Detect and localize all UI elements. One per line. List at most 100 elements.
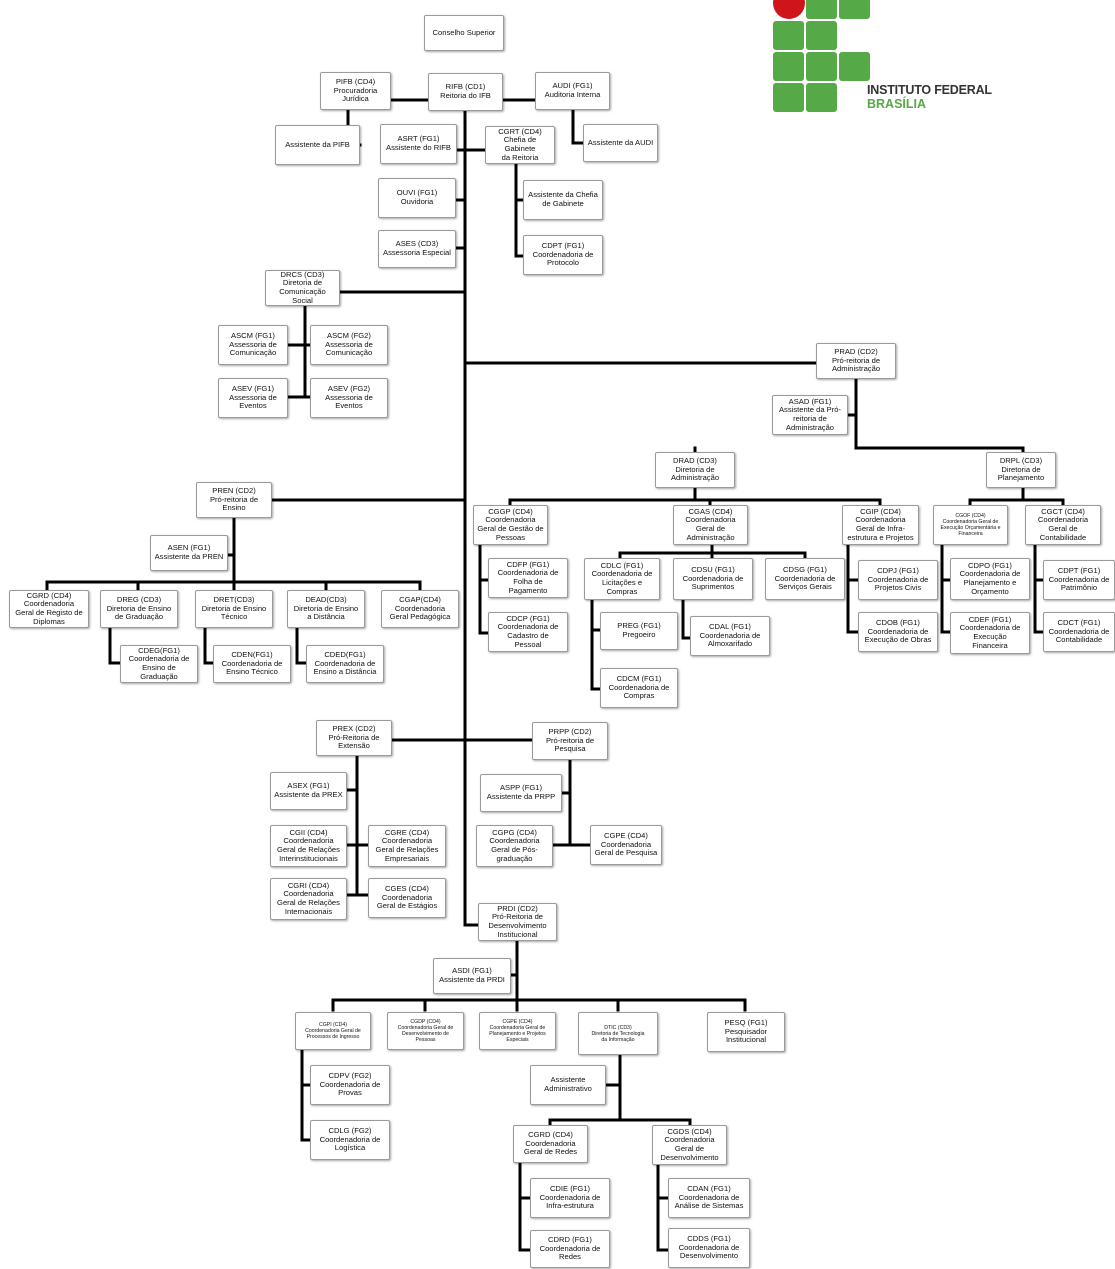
node-asdi: ASDI (FG1) Assistente da PRDI	[433, 958, 511, 994]
node-label: PRDI (CD2) Pró-Reitoria de Desenvolvimen…	[488, 903, 547, 939]
node-label: CDCM (FG1) Coordenadoria de Compras	[608, 674, 670, 701]
node-label: PRAD (CD2) Pró-reitoria de Administração	[831, 347, 881, 374]
node-asex: ASEX (FG1) Assistente da PREX	[270, 772, 347, 810]
node-ases: ASES (CD3) Assessoria Especial	[378, 230, 456, 268]
node-prdi: PRDI (CD2) Pró-Reitoria de Desenvolvimen…	[478, 903, 557, 941]
node-label: DRCS (CD3) Diretoria de Comunicação Soci…	[279, 270, 326, 305]
node-cdds: CDDS (FG1) Coordenadoria de Desenvolvime…	[668, 1228, 750, 1268]
node-label: Assistente da Chefia de Gabinete	[528, 190, 598, 208]
ifb-logo: INSTITUTO FEDERAL BRASÍLIA	[773, 0, 1033, 115]
node-drpl: DRPL (CD3) Diretoria de Planejamento	[986, 452, 1056, 488]
node-cdef: CDEF (FG1) Coordenadoria de Execução Fin…	[950, 612, 1030, 654]
node-cgpg: CGPG (CD4) Coordenadoria Geral de Pós- g…	[476, 825, 553, 867]
node-pesq: PESQ (FG1) Pesquisador Institucional	[707, 1012, 785, 1052]
node-audi: AUDI (FG1) Auditoria Interna	[535, 72, 610, 110]
node-preg: PREG (FG1) Pregoeiro	[600, 612, 678, 650]
node-cgof: CGOF (CD4) Coordenadoria Geral de Execuç…	[933, 505, 1008, 545]
node-cdfp: CDFP (FG1) Coordenadoria de Folha de Pag…	[488, 558, 568, 598]
node-cdcp: CDCP (FG1) Coordenadoria de Cadastro de …	[488, 612, 568, 652]
logo-square	[839, 0, 870, 19]
node-label: DRPL (CD3) Diretoria de Planejamento	[997, 456, 1045, 483]
node-drcs: DRCS (CD3) Diretoria de Comunicação Soci…	[265, 270, 340, 306]
node-label: CGRE (CD4) Coordenadoria Geral de Relaçõ…	[375, 827, 439, 863]
node-label: CDAL (FG1) Coordenadoria de Almoxarifado	[699, 622, 761, 649]
node-cgrd-redes: CGRD (CD4) Coordenadoria Geral de Redes	[513, 1125, 588, 1163]
node-cden: CDEN(FG1) Coordenadoria de Ensino Técnic…	[213, 645, 291, 683]
node-asrt: ASRT (FG1) Assistente do RIFB	[380, 124, 457, 164]
node-label: CDIE (FG1) Coordenadoria de Infra-estrut…	[539, 1184, 601, 1211]
logo-square	[806, 83, 837, 112]
node-label: CDEN(FG1) Coordenadoria de Ensino Técnic…	[221, 650, 283, 677]
node-label: CDPT (FG1) Coordenadoria de Patrimônio	[1048, 566, 1110, 593]
node-label: ASES (CD3) Assessoria Especial	[383, 239, 451, 257]
node-label: CGRT (CD4) Chefia de Gabinete da Reitori…	[498, 126, 542, 162]
node-label: CGAP(CD4) Coordenadoria Geral Pedagógica	[389, 595, 451, 622]
node-cdpj: CDPJ (FG1) Coordenadoria de Projetos Civ…	[858, 560, 938, 600]
node-label: CDLG (FG2) Coordenadoria de Logística	[319, 1126, 381, 1153]
node-label: CGDP (CD4) Coordenadoria Geral de Desenv…	[397, 1019, 454, 1043]
node-pifb: PIFB (CD4) Procuradoria Jurídica	[320, 72, 391, 110]
node-label: CGPE (CD4) Coordenadoria Geral de Pesqui…	[594, 831, 658, 858]
node-cgap: CGAP(CD4) Coordenadoria Geral Pedagógica	[381, 590, 459, 628]
node-label: PESQ (FG1) Pesquisador Institucional	[724, 1018, 768, 1045]
node-label: CGES (CD4) Coordenadoria Geral de Estági…	[376, 884, 438, 911]
node-label: CDPJ (FG1) Coordenadoria de Projetos Civ…	[867, 566, 929, 593]
node-label: PIFB (CD4) Procuradoria Jurídica	[333, 77, 378, 104]
node-label: CDCT (FG1) Coordenadoria de Contabilidad…	[1048, 618, 1110, 645]
node-ascm-fg1: ASCM (FG1) Assessoria de Comunicação	[218, 325, 288, 365]
node-cdct: CDCT (FG1) Coordenadoria de Contabilidad…	[1043, 612, 1115, 652]
node-label: CGRD (CD4) Coordenadoria Geral de Redes	[523, 1130, 578, 1157]
node-dead: DEAD(CD3) Diretoria de Ensino a Distânci…	[287, 590, 365, 628]
node-cdeg: CDEG(FG1) Coordenadoria de Ensino de Gra…	[120, 645, 198, 683]
logo-red-circle	[773, 0, 805, 19]
node-pifb-assistente: Assistente da PIFB	[275, 125, 360, 165]
node-label: OUVI (FG1) Ouvidoria	[396, 188, 438, 206]
node-cdpv: CDPV (FG2) Coordenadoria de Provas	[310, 1065, 390, 1105]
node-assistente-administrativo: Assistente Administrativo	[530, 1065, 606, 1105]
node-label: PREN (CD2) Pró-reitoria de Ensino	[209, 486, 259, 513]
logo-square	[773, 83, 804, 112]
node-cgpi: CGPI (CD4) Coordenadoria Geral de Proces…	[295, 1012, 371, 1050]
node-label: ASAD (FG1) Assistente da Pró- reitoria d…	[778, 396, 842, 432]
node-cdcm: CDCM (FG1) Coordenadoria de Compras	[600, 668, 678, 708]
node-cdpo: CDPO (FG1) Coordenadoria de Planejamento…	[950, 558, 1030, 600]
node-label: ASDI (FG1) Assistente da PRDI	[439, 966, 505, 984]
node-label: CDPO (FG1) Coordenadoria de Planejamento…	[959, 560, 1021, 596]
node-label: CGPG (CD4) Coordenadoria Geral de Pós- g…	[489, 827, 540, 863]
node-cgas: CGAS (CD4) Coordenadoria Geral de Admini…	[673, 505, 748, 545]
node-cgrd-diplomas: CGRD (CD4) Coordenadoria Geral de Regist…	[9, 590, 89, 628]
node-label: DREG (CD3) Diretoria de Ensino de Gradua…	[106, 595, 172, 622]
logo-square	[806, 21, 837, 50]
node-label: CDAN (FG1) Coordenadoria de Análise de S…	[674, 1184, 744, 1211]
node-audi-assistente: Assistente da AUDI	[583, 124, 658, 162]
node-rifb: RIFB (CD1) Reitoria do IFB	[428, 73, 503, 111]
node-label: DTIC (CD3) Diretoria de Tecnologia da In…	[591, 1024, 645, 1043]
node-label: DEAD(CD3) Diretoria de Ensino a Distânci…	[293, 595, 359, 622]
node-cdpt-patrimonio: CDPT (FG1) Coordenadoria de Patrimônio	[1043, 560, 1115, 600]
logo-square	[806, 0, 837, 19]
node-cgct: CGCT (CD4) Coordenadoria Geral de Contab…	[1025, 505, 1101, 545]
node-label: ASEV (FG2) Assessoria de Eventos	[325, 384, 373, 411]
node-label: CGIP (CD4) Coordenadoria Geral de Infra-…	[847, 506, 914, 542]
node-label: CDRD (FG1) Coordenadoria de Redes	[539, 1235, 601, 1262]
logo-square	[806, 52, 837, 81]
node-cdpt-protocolo: CDPT (FG1) Coordenadoria de Protocolo	[523, 235, 603, 275]
node-label: CGGP (CD4) Coordenadoria Geral de Gestão…	[477, 506, 544, 542]
logo-square	[773, 21, 804, 50]
node-label: CGDS (CD4) Coordenadoria Geral de Desenv…	[660, 1126, 719, 1162]
node-cgrt: CGRT (CD4) Chefia de Gabinete da Reitori…	[485, 126, 555, 164]
node-asev-fg1: ASEV (FG1) Assessoria de Eventos	[218, 378, 288, 418]
node-cgpe-pesquisa: CGPE (CD4) Coordenadoria Geral de Pesqui…	[590, 825, 662, 865]
node-cdan: CDAN (FG1) Coordenadoria de Análise de S…	[668, 1178, 750, 1218]
node-label: CGPI (CD4) Coordenadoria Geral de Proces…	[305, 1022, 361, 1040]
node-dtic: DTIC (CD3) Diretoria de Tecnologia da In…	[578, 1012, 658, 1055]
logo-subtitle: BRASÍLIA	[867, 97, 927, 111]
node-label: ASEX (FG1) Assistente da PREX	[274, 781, 343, 799]
node-label: CDCP (FG1) Coordenadoria de Cadastro de …	[497, 613, 559, 649]
node-label: CDSU (FG1) Coordenadoria de Suprimentos	[682, 565, 744, 592]
node-cdrd: CDRD (FG1) Coordenadoria de Redes	[530, 1230, 610, 1268]
node-label: CDFP (FG1) Coordenadoria de Folha de Pag…	[497, 559, 559, 595]
node-label: DRET(CD3) Diretoria de Ensino Técnico	[201, 595, 267, 622]
node-aspp: ASPP (FG1) Assistente da PRPP	[480, 774, 562, 812]
node-dreg: DREG (CD3) Diretoria de Ensino de Gradua…	[100, 590, 178, 628]
